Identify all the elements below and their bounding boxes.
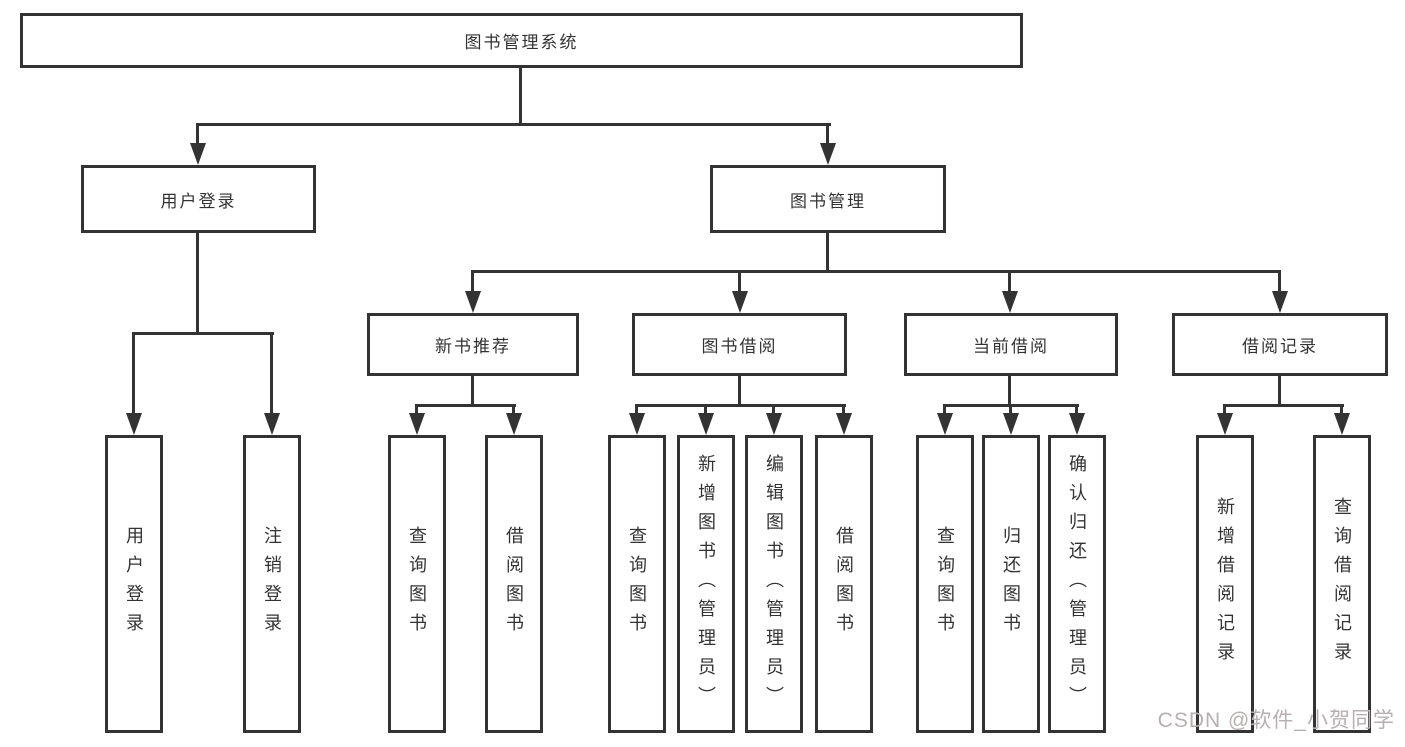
connector-line [1278,270,1281,293]
leaf-add-book-admin: 新增图书（管理员） [677,435,735,733]
connector-line [1008,270,1011,293]
connector-line [512,404,515,415]
arrow-down-icon [629,413,645,435]
connector-line [471,376,474,407]
connector-line [1340,404,1343,415]
arrow-down-icon [264,413,280,435]
leaf-label: 借阅图书 [834,526,854,642]
arrow-down-icon [506,413,522,435]
connector-line [415,404,418,415]
leaf-label: 借阅图书 [504,526,524,642]
node-borrow-record-label: 借阅记录 [1242,337,1318,356]
connector-line [826,233,829,273]
leaf-query-book-2: 查询图书 [608,435,666,733]
arrow-down-icon [698,413,714,435]
connector-line [196,233,199,334]
connector-line [519,68,522,126]
arrow-down-icon [126,413,142,435]
leaf-return-book: 归还图书 [982,435,1040,733]
connector-line [772,404,775,415]
node-book-borrow-label: 图书借阅 [701,337,778,356]
leaf-confirm-return-admin: 确认归还（管理员） [1048,435,1106,733]
arrow-down-icon [1272,291,1288,313]
arrow-down-icon [820,143,836,165]
leaf-borrow-book-2: 借阅图书 [815,435,873,733]
connector-line [270,332,273,413]
arrow-down-icon [766,413,782,435]
leaf-query-borrow-record: 查询借阅记录 [1313,435,1371,733]
connector-line [1223,404,1226,415]
node-book-management-label: 图书管理 [790,191,866,211]
leaf-user-login: 用户登录 [105,435,163,733]
node-book-borrow: 图书借阅 [632,313,847,376]
connector-line [1009,404,1012,415]
leaf-label: 查询图书 [407,526,427,642]
node-book-management: 图书管理 [710,165,946,233]
csdn-watermark: CSDN @软件_小贺同学 [1157,709,1395,732]
node-user-login: 用户登录 [81,165,316,233]
node-new-book-recommend: 新书推荐 [367,313,579,376]
leaf-label: 查询图书 [627,526,647,642]
leaf-label: 用户登录 [124,526,144,642]
leaf-logout: 注销登录 [243,435,301,733]
arrow-down-icon [1003,413,1019,435]
leaf-label: 查询图书 [935,526,955,642]
connector-line [943,404,946,415]
arrow-down-icon [1334,413,1350,435]
connector-line [738,270,741,293]
leaf-label: 新增图书（管理员） [696,453,716,715]
arrow-down-icon [732,291,748,313]
connector-line [415,404,516,407]
leaf-query-book-3: 查询图书 [916,435,974,733]
leaf-add-borrow-record: 新增借阅记录 [1196,435,1254,733]
connector-line [635,404,846,407]
leaf-label: 新增借阅记录 [1215,497,1235,671]
connector-line [196,123,199,147]
connector-line [132,332,135,413]
node-borrow-record: 借阅记录 [1172,313,1388,376]
arrow-down-icon [937,413,953,435]
leaf-borrow-book-1: 借阅图书 [485,435,543,733]
connector-line [1075,404,1078,415]
connector-line [1278,376,1281,407]
connector-line [635,404,638,415]
connector-line [132,332,274,335]
connector-line [1223,404,1344,407]
arrow-down-icon [1217,413,1233,435]
arrow-down-icon [190,143,206,165]
connector-line [471,270,1281,273]
arrow-down-icon [465,291,481,313]
connector-line [1008,376,1011,407]
leaf-label: 归还图书 [1001,526,1021,642]
leaf-label: 确认归还（管理员） [1067,453,1087,715]
connector-line [738,376,741,407]
connector-line [704,404,707,415]
leaf-query-book-1: 查询图书 [388,435,446,733]
connector-line [196,123,831,126]
connector-line [471,270,474,293]
leaf-label: 编辑图书（管理员） [764,453,784,715]
node-user-login-label: 用户登录 [160,191,237,211]
arrow-down-icon [1002,291,1018,313]
arrow-down-icon [1069,413,1085,435]
leaf-label: 注销登录 [262,526,282,642]
node-new-book-recommend-label: 新书推荐 [435,337,511,356]
node-current-borrow: 当前借阅 [904,313,1118,376]
node-current-borrow-label: 当前借阅 [973,337,1049,356]
node-root: 图书管理系统 [20,13,1023,68]
connector-line [826,123,829,147]
leaf-label: 查询借阅记录 [1332,497,1352,671]
arrow-down-icon [409,413,425,435]
node-root-label: 图书管理系统 [464,33,579,52]
arrow-down-icon [836,413,852,435]
leaf-edit-book-admin: 编辑图书（管理员） [745,435,803,733]
connector-line [842,404,845,415]
